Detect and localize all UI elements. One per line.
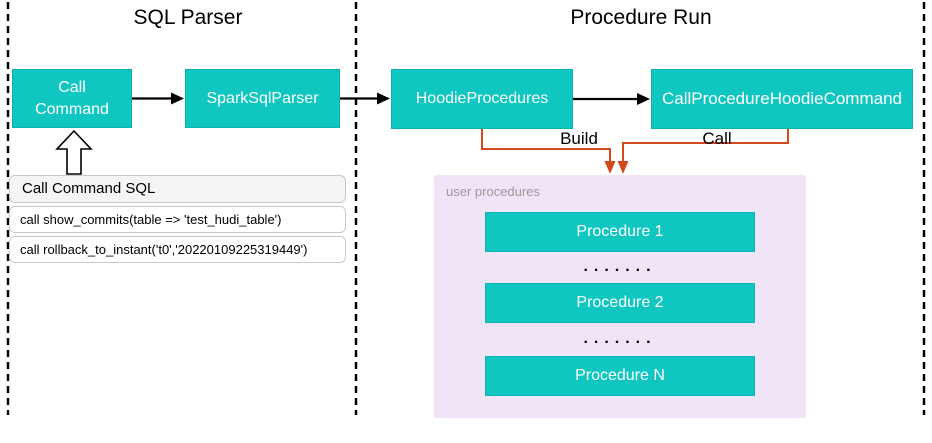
node-callprocedurehoodiecommand: CallProcedureHoodieCommand: [651, 69, 913, 129]
node-hoodieprocedures: HoodieProcedures: [391, 69, 573, 129]
call-command-sql-card: Call Command SQL call show_commits(table…: [9, 175, 346, 263]
arrow-sparksqlparser-to-hoodieprocedures: [340, 92, 390, 105]
section-title-procedure-run: Procedure Run: [570, 6, 712, 29]
node-call-command-label: Call Command: [35, 78, 109, 118]
procedure-1-box: Procedure 1: [485, 212, 755, 252]
node-callprocedurehoodiecommand-label: CallProcedureHoodieCommand: [661, 89, 902, 108]
edge-label-build: Build: [560, 129, 598, 148]
node-call-command: Call Command: [12, 69, 132, 128]
procedure-1-label: Procedure 1: [576, 223, 664, 240]
sql-card-row-show-commits: call show_commits(table => 'test_hudi_ta…: [9, 206, 346, 233]
user-procedures-panel: user procedures Procedure 1 ....... Proc…: [434, 175, 806, 418]
section-title-sql-parser: SQL Parser: [133, 6, 243, 29]
node-sparksqlparser-label: SparkSqlParser: [206, 89, 319, 107]
procedure-2-box: Procedure 2: [485, 283, 755, 323]
procedure-n-box: Procedure N: [485, 356, 755, 396]
procedure-n-label: Procedure N: [575, 367, 665, 384]
ellipsis-dots-1: .......: [583, 258, 657, 275]
node-sparksqlparser: SparkSqlParser: [185, 69, 340, 128]
edge-label-call: Call: [702, 129, 732, 148]
user-procedures-label: user procedures: [446, 184, 540, 199]
sql-card-row-rollback: call rollback_to_instant('t0','202201092…: [9, 236, 346, 263]
arrow-hoodieprocedures-to-callprocedure: [573, 93, 650, 105]
hollow-up-arrow: [55, 129, 93, 175]
sql-card-header: Call Command SQL: [9, 175, 346, 203]
ellipsis-dots-2: .......: [583, 330, 657, 347]
procedure-2-label: Procedure 2: [576, 294, 664, 311]
node-hoodieprocedures-label: HoodieProcedures: [415, 90, 549, 107]
arrow-callcommand-to-sparksqlparser: [132, 92, 184, 105]
